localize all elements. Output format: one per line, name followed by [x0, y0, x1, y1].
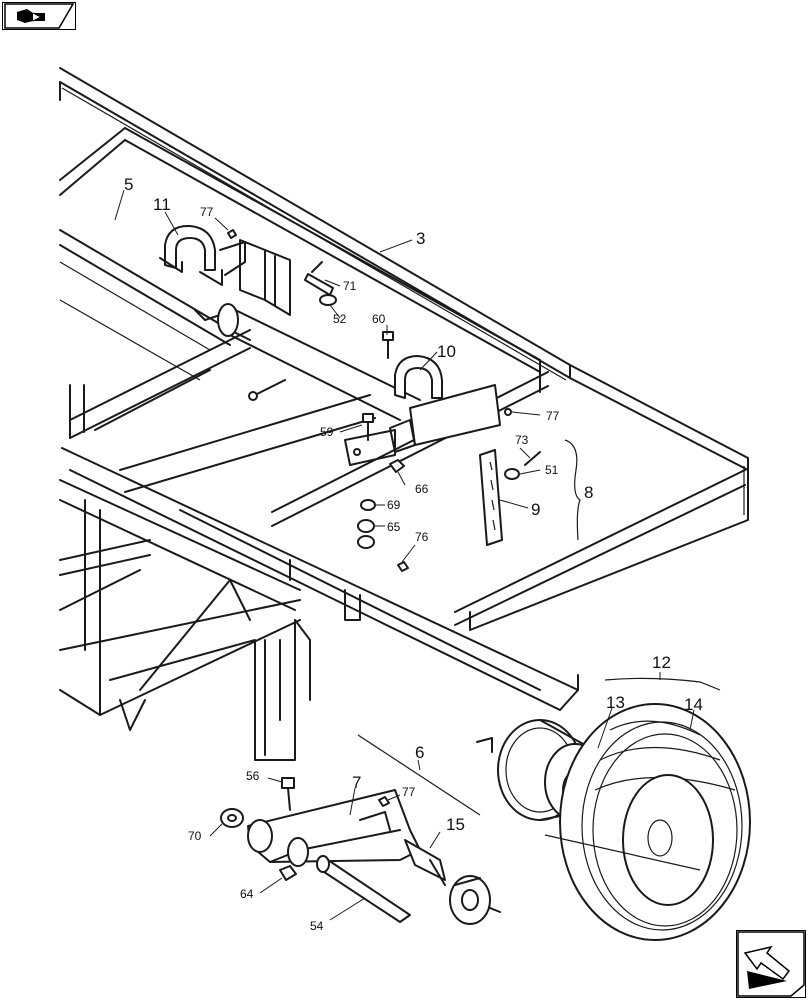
- callout-11: 11: [153, 195, 171, 214]
- callout-56: 56: [246, 769, 260, 783]
- callout-5: 5: [124, 175, 133, 194]
- callout-77-top: 77: [200, 205, 214, 219]
- callout-6: 6: [415, 743, 424, 762]
- main-frame: [59, 67, 749, 761]
- callout-69: 69: [387, 498, 401, 512]
- tire-14: [544, 703, 751, 941]
- callout-77-lower: 77: [402, 785, 416, 799]
- slotted-bar-9: [479, 449, 503, 546]
- callout-9: 9: [531, 500, 540, 519]
- callout-7: 7: [352, 773, 361, 792]
- callout-66: 66: [415, 482, 429, 496]
- axle-tube: [217, 303, 421, 421]
- callout-65: 65: [387, 520, 401, 534]
- u-clamp-11: [159, 224, 223, 286]
- callout-14: 14: [684, 695, 703, 714]
- frame-hardware: [227, 229, 541, 572]
- leader-lines: [114, 189, 721, 921]
- callout-8: 8: [584, 483, 593, 502]
- callout-60: 60: [372, 312, 386, 326]
- mount-plate: [344, 384, 501, 466]
- callout-54: 54: [310, 919, 324, 933]
- callout-labels: 5 11 77 3 71 52 60 10 77 59 73 51 8 66 6…: [124, 175, 703, 933]
- callout-76: 76: [415, 530, 429, 544]
- callout-12: 12: [652, 653, 671, 672]
- u-clamp-10: [394, 355, 443, 399]
- callout-10: 10: [437, 342, 456, 361]
- callout-77-right: 77: [546, 409, 560, 423]
- callout-73: 73: [515, 433, 529, 447]
- callout-13: 13: [606, 693, 625, 712]
- callout-59: 59: [320, 425, 334, 439]
- callout-71: 71: [343, 279, 357, 293]
- book-arrow-icon: [4, 3, 75, 29]
- callout-15: 15: [446, 815, 465, 834]
- callout-70: 70: [188, 829, 202, 843]
- wheel-arm-assembly: [220, 777, 501, 925]
- callout-64: 64: [240, 887, 254, 901]
- bottom-nav-button[interactable]: [736, 930, 806, 998]
- callout-52: 52: [333, 312, 347, 326]
- next-page-arrow-icon: [737, 931, 805, 997]
- callout-3: 3: [416, 229, 425, 248]
- callout-51: 51: [545, 463, 559, 477]
- top-nav-button[interactable]: [2, 2, 76, 30]
